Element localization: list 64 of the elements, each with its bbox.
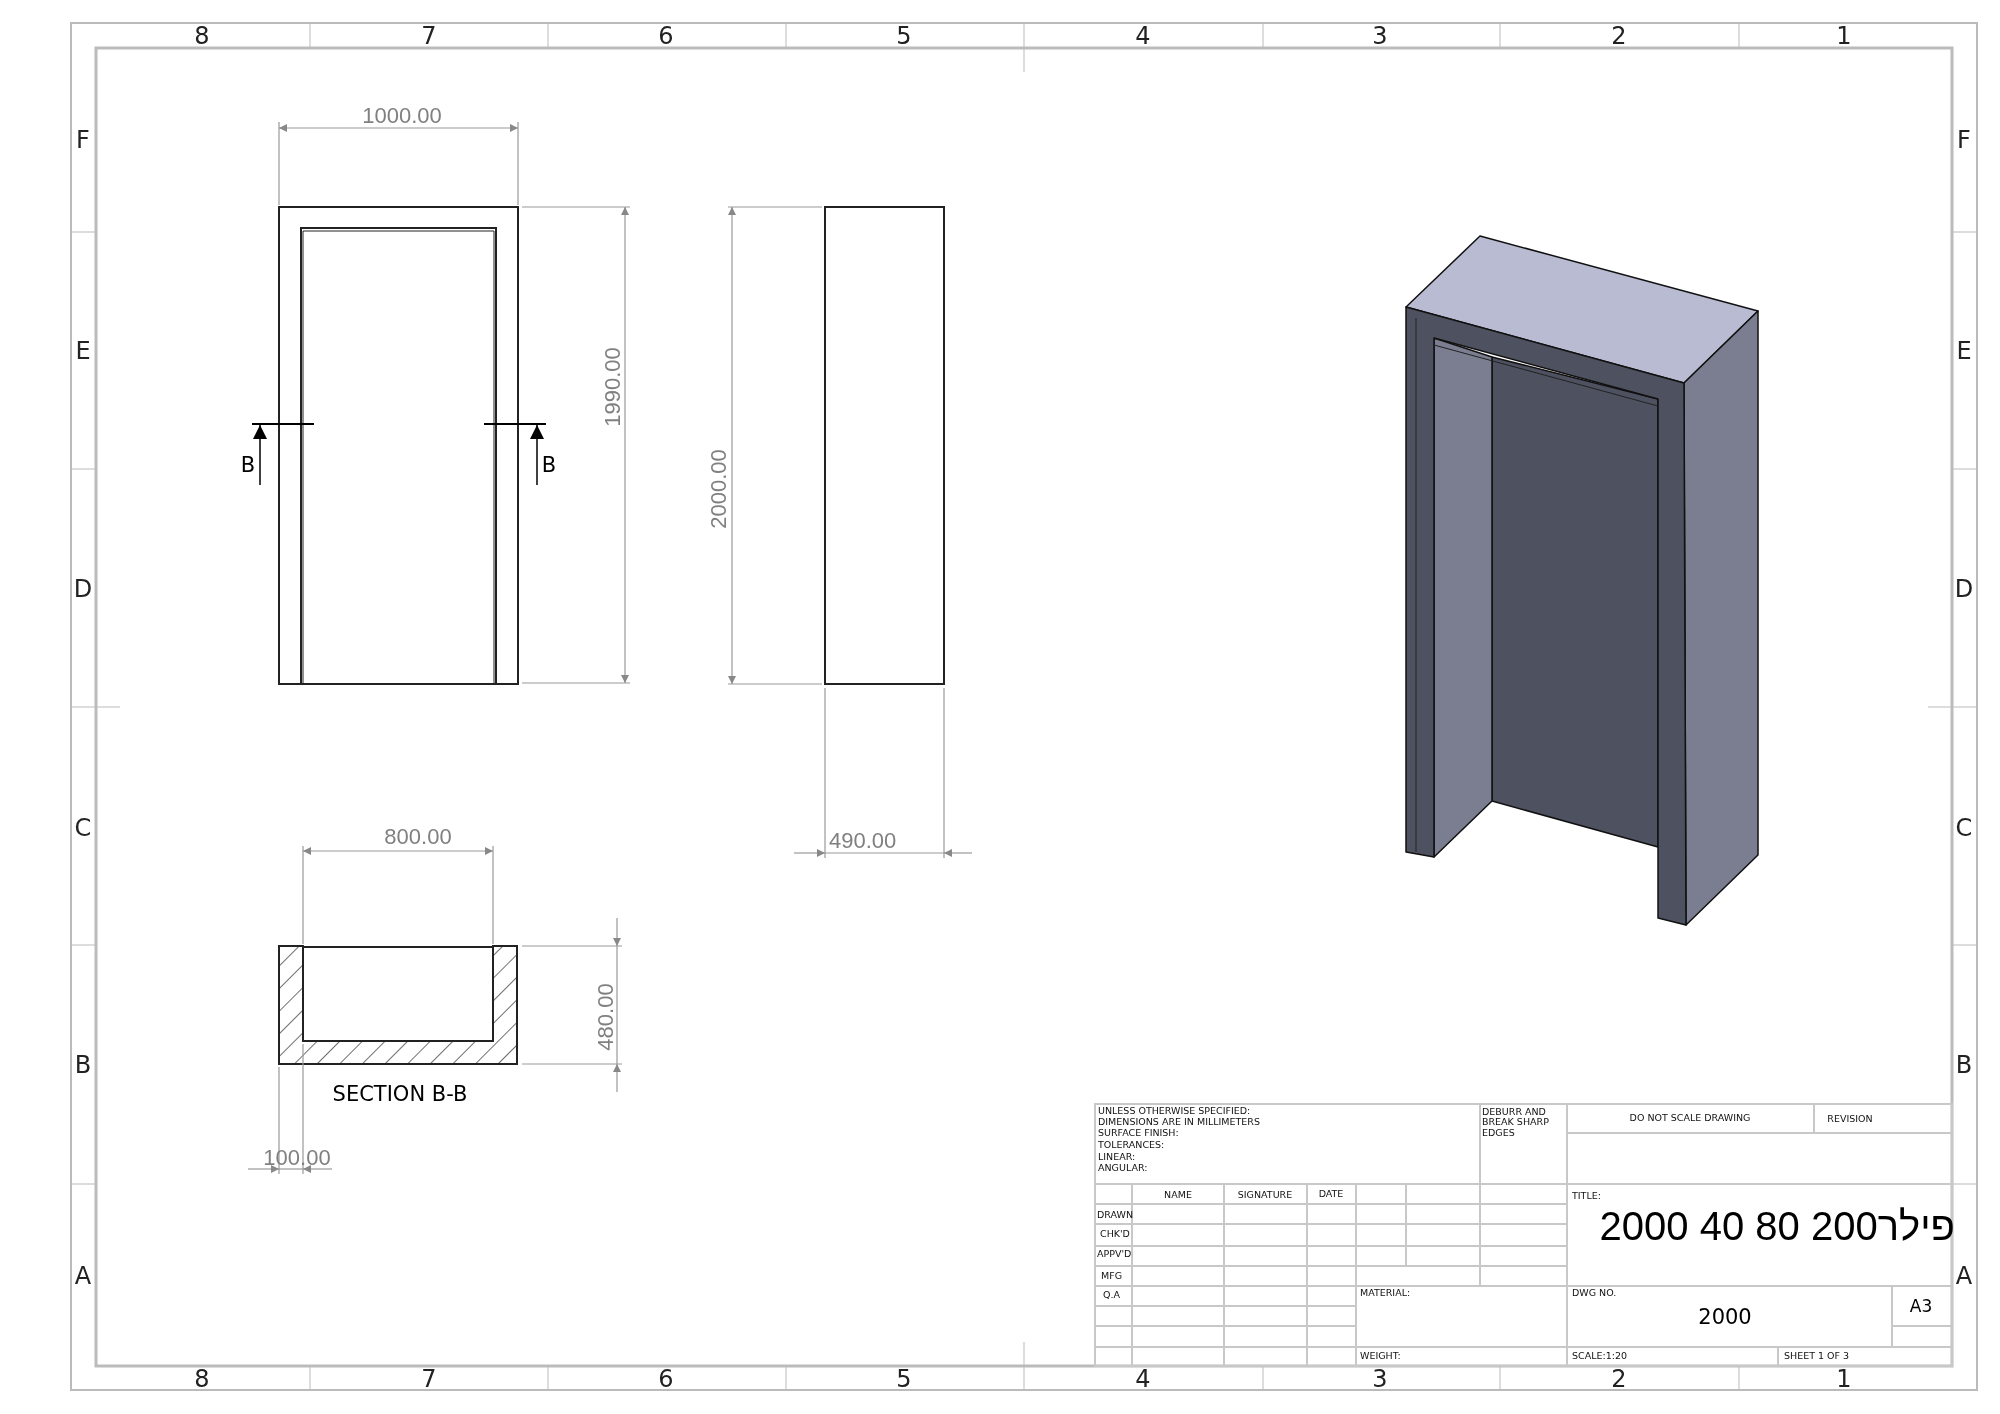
- section-letter: B: [240, 454, 256, 478]
- zone-label: 6: [658, 1365, 674, 1393]
- zone-label: D: [1954, 575, 1974, 603]
- zone-label: C: [1955, 814, 1973, 842]
- zone-label: 4: [1135, 22, 1151, 50]
- zone-label: 8: [194, 1365, 210, 1393]
- zone-label: B: [74, 1051, 92, 1079]
- dimension-value: 1990.00: [600, 347, 626, 427]
- zone-label: 1: [1836, 1365, 1852, 1393]
- dimension-value: 100.00: [263, 1145, 331, 1171]
- title-block-note: DEBURR AND BREAK SHARP EDGES: [1482, 1107, 1550, 1139]
- field-label: MFG: [1101, 1270, 1123, 1282]
- zone-label: 4: [1135, 1365, 1151, 1393]
- field-label: MATERIAL:: [1360, 1287, 1411, 1299]
- field-label: TITLE:: [1572, 1190, 1601, 1202]
- field-label: CHK'D: [1100, 1228, 1130, 1240]
- title-block-note: LINEAR:: [1098, 1151, 1136, 1163]
- field-label: DO NOT SCALE DRAWING: [1629, 1112, 1751, 1124]
- zone-label: 1: [1836, 22, 1852, 50]
- zone-label: 7: [421, 22, 437, 50]
- zone-label: F: [1957, 126, 1971, 154]
- field-label: REVISION: [1827, 1113, 1873, 1125]
- dimension-value: 2000.00: [706, 449, 732, 529]
- title-block-note: TOLERANCES:: [1098, 1139, 1165, 1151]
- zone-label: 3: [1372, 1365, 1388, 1393]
- field-label: DRAWN: [1097, 1209, 1133, 1221]
- dimension-value: 1000.00: [362, 103, 442, 129]
- field-label: APPV'D: [1097, 1248, 1132, 1260]
- sheet-size: A3: [1909, 1296, 1933, 1316]
- zone-label: F: [76, 126, 90, 154]
- zone-label: 2: [1611, 22, 1627, 50]
- title-block-note: ANGULAR:: [1098, 1162, 1148, 1174]
- zone-label: A: [1955, 1262, 1973, 1290]
- zone-label: B: [1955, 1051, 1973, 1079]
- dimension-value: 480.00: [593, 983, 619, 1051]
- drawing-number: 2000: [1698, 1306, 1752, 1330]
- zone-label: 8: [194, 22, 210, 50]
- field-label: DWG NO.: [1572, 1287, 1617, 1299]
- dimension-value: 800.00: [384, 824, 452, 850]
- zone-label: E: [1956, 337, 1972, 365]
- zone-label: D: [73, 575, 93, 603]
- zone-label: A: [74, 1262, 92, 1290]
- field-label: Q.A: [1103, 1289, 1120, 1301]
- field-label: SIGNATURE: [1237, 1189, 1293, 1201]
- zone-label: 6: [658, 22, 674, 50]
- field-label: SHEET 1 OF 3: [1784, 1350, 1850, 1362]
- zone-label: 5: [896, 1365, 912, 1393]
- field-label: NAME: [1164, 1189, 1192, 1201]
- zone-label: E: [75, 337, 91, 365]
- field-label: WEIGHT:: [1360, 1350, 1401, 1362]
- zone-label: 7: [421, 1365, 437, 1393]
- zone-label: 2: [1611, 1365, 1627, 1393]
- zone-label: C: [74, 814, 92, 842]
- drawing-title: 2000 40 80 200פילר: [1599, 1204, 1955, 1248]
- title-block-note: UNLESS OTHERWISE SPECIFIED:: [1098, 1105, 1251, 1117]
- zone-label: 3: [1372, 22, 1388, 50]
- title-block-note: DIMENSIONS ARE IN MILLIMETERS: [1098, 1116, 1260, 1128]
- zone-label: 5: [896, 22, 912, 50]
- field-label: DATE: [1318, 1188, 1344, 1200]
- title-block-note: SURFACE FINISH:: [1098, 1127, 1179, 1139]
- field-label: SCALE:1:20: [1572, 1350, 1627, 1362]
- section-letter: B: [541, 454, 557, 478]
- dimension-value: 490.00: [829, 828, 897, 854]
- section-title: SECTION B-B: [332, 1083, 468, 1107]
